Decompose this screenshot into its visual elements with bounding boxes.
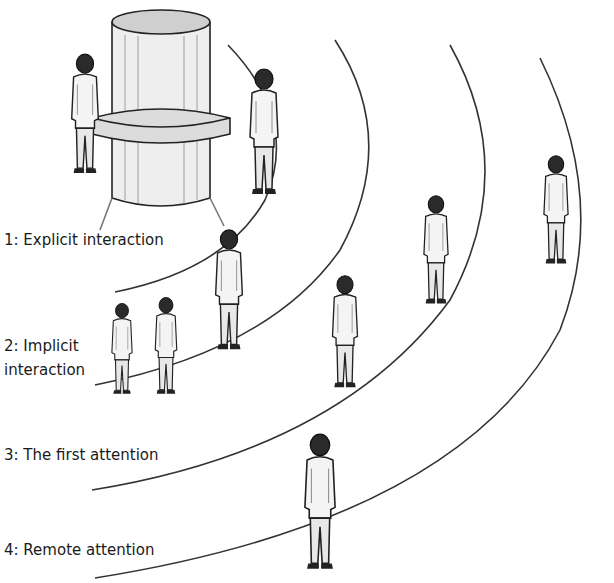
person-figure bbox=[544, 156, 568, 264]
person-figure bbox=[216, 230, 243, 349]
pillar-display bbox=[92, 10, 230, 230]
person-figure bbox=[250, 69, 278, 194]
person-figure bbox=[112, 303, 132, 393]
person-figure bbox=[305, 434, 335, 569]
zone-label: 2: Implicit interaction bbox=[4, 334, 114, 382]
person-figure bbox=[72, 54, 99, 173]
attention-arcs bbox=[92, 40, 581, 578]
zone-label: 4: Remote attention bbox=[4, 538, 234, 562]
people-figures bbox=[72, 54, 568, 569]
zone-label: 1: Explicit interaction bbox=[4, 228, 234, 252]
person-figure bbox=[424, 196, 448, 304]
person-figure bbox=[333, 276, 358, 388]
zone-label: 3: The first attention bbox=[4, 443, 234, 467]
zone-arc bbox=[92, 45, 485, 490]
person-figure bbox=[155, 298, 177, 394]
